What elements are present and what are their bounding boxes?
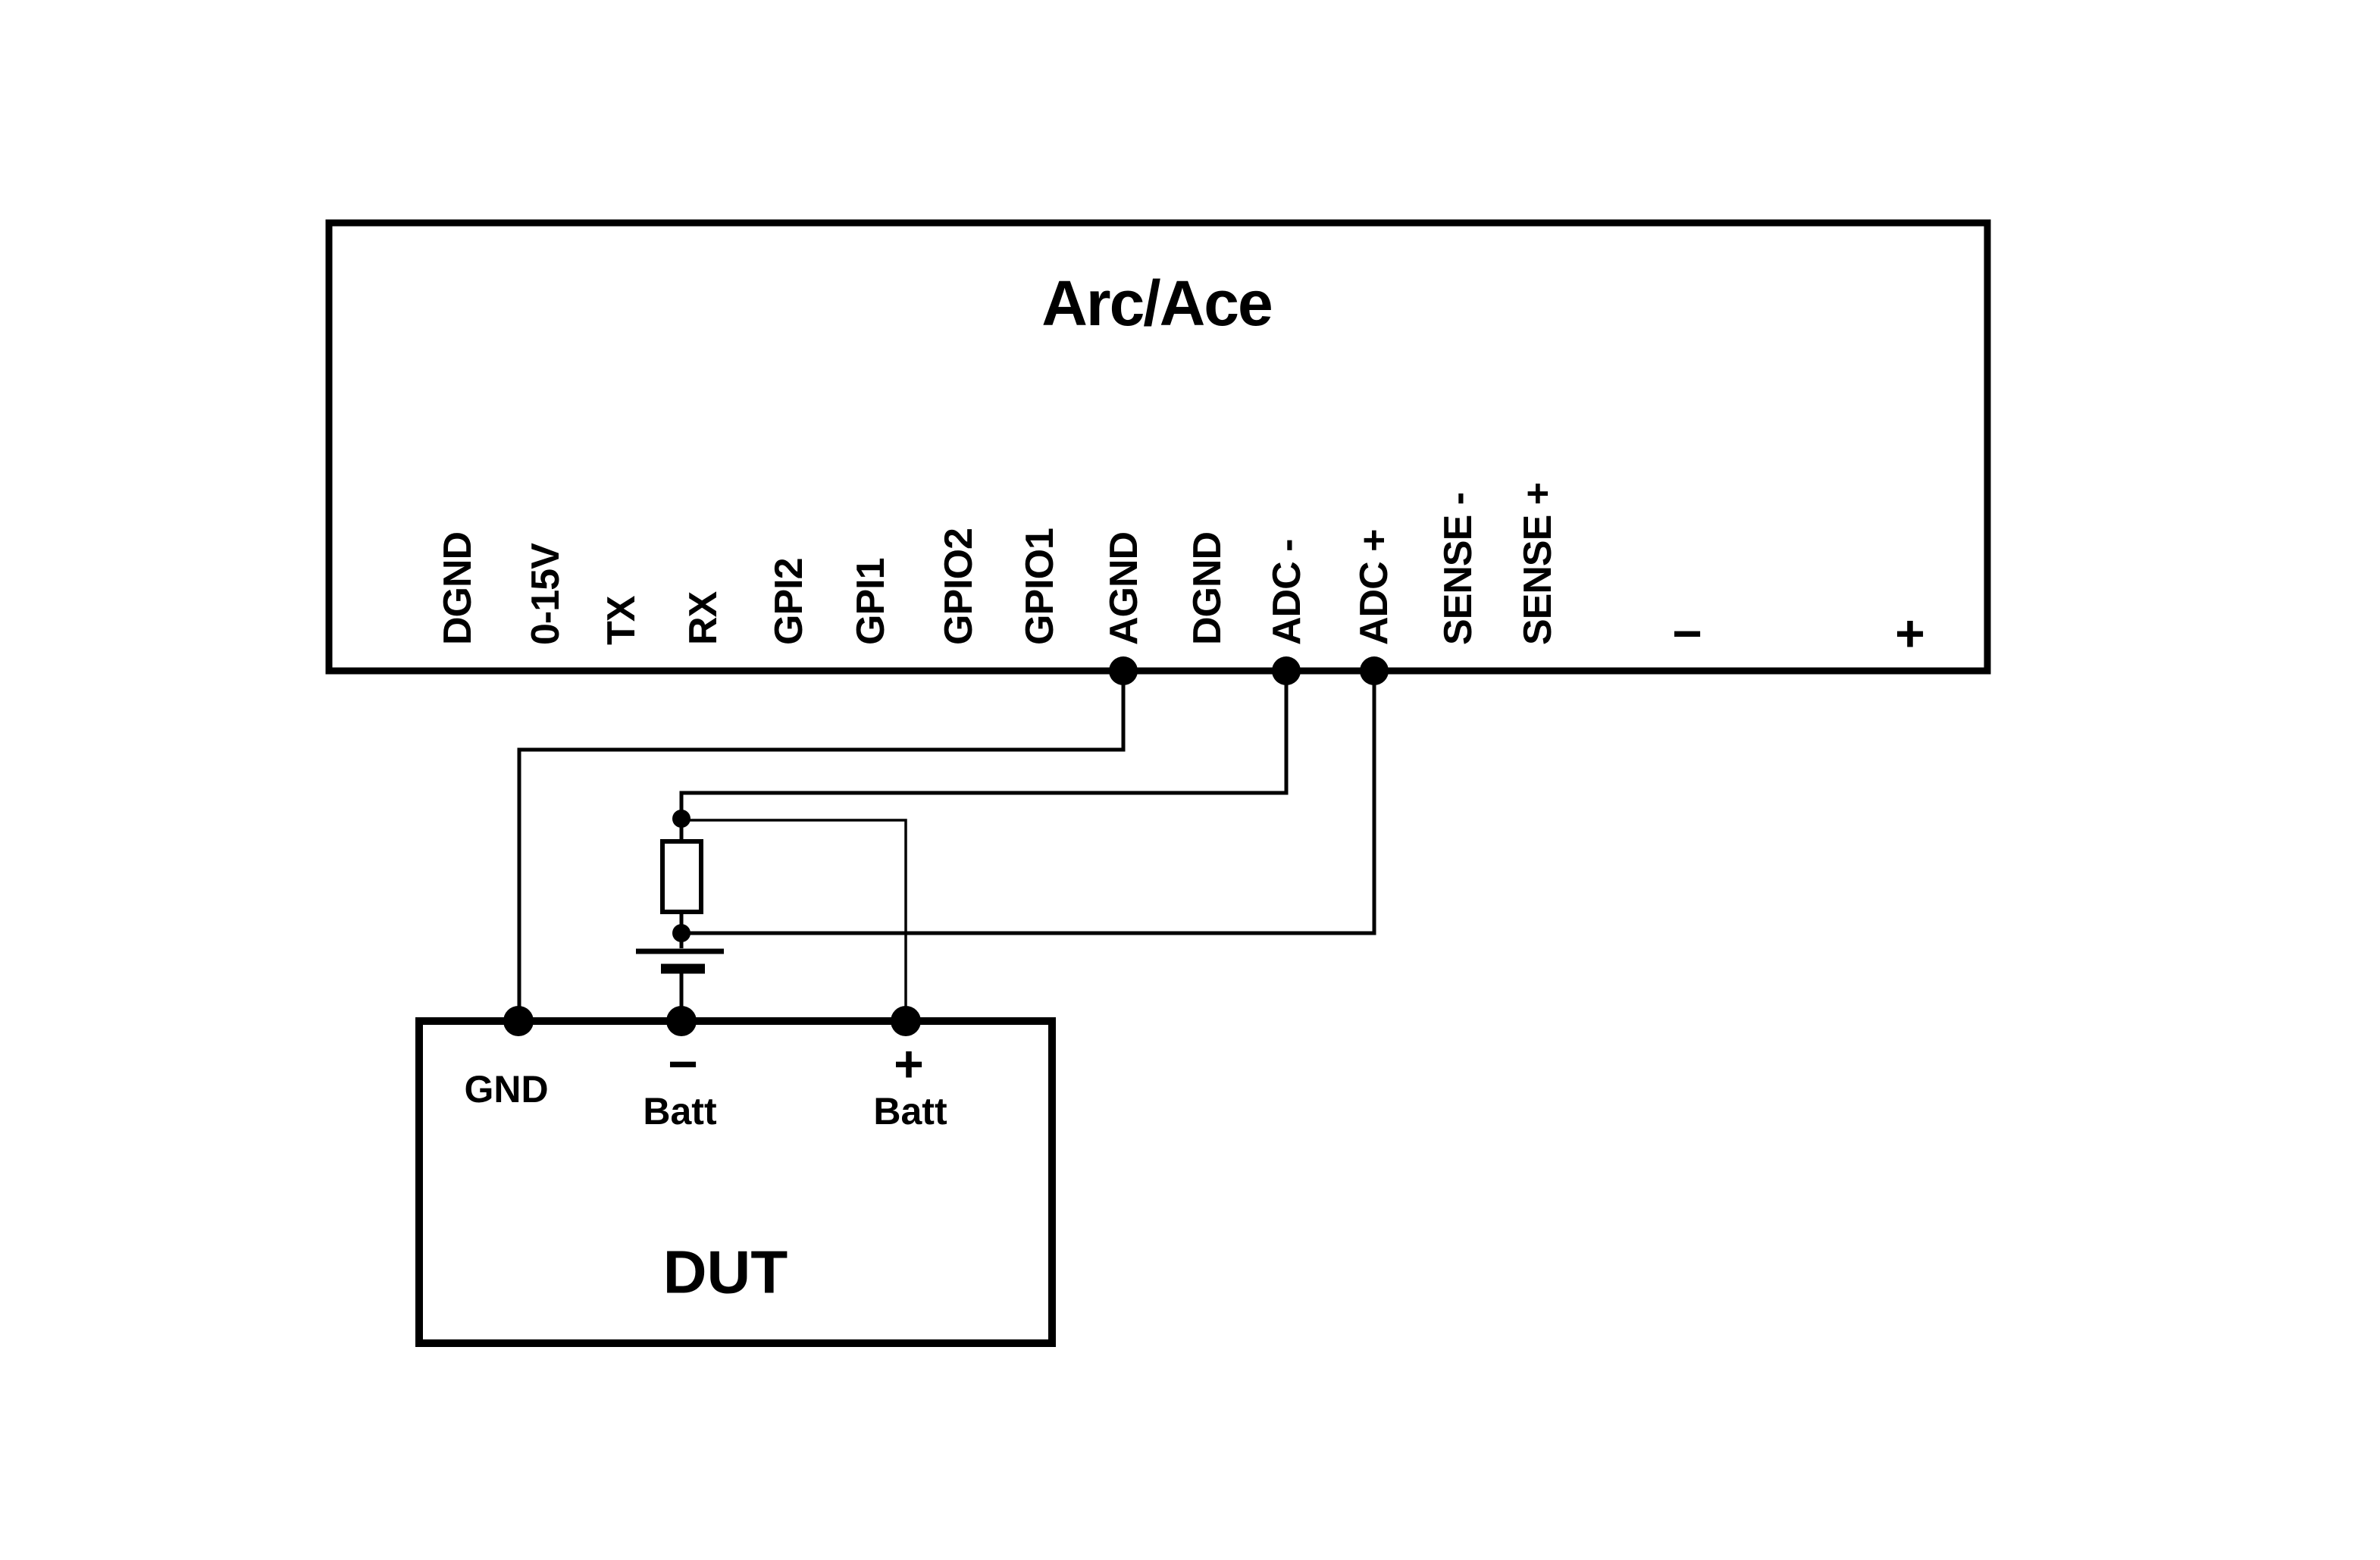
batt-plus-sign: + bbox=[894, 1035, 924, 1093]
dut-box-outline bbox=[415, 1017, 1056, 1347]
output-minus-label: − bbox=[1672, 605, 1702, 663]
agnd-pin-dot bbox=[1109, 656, 1138, 685]
pin-label-sense-minus: SENSE - bbox=[1436, 493, 1480, 645]
agnd-to-gnd-wire bbox=[517, 671, 1126, 1021]
batt-minus-label: Batt bbox=[643, 1090, 717, 1132]
pin-label-gpi1: GPI1 bbox=[849, 558, 893, 645]
adc-minus-wire bbox=[679, 671, 1289, 818]
pin-label-rx: RX bbox=[681, 590, 725, 645]
adc-plus-pin-dot bbox=[1360, 656, 1389, 685]
resistor-top-to-batt-plus-wire bbox=[681, 819, 907, 1021]
batt-plus-label: Batt bbox=[873, 1090, 947, 1132]
pin-label-0-15v: 0-15V bbox=[524, 543, 568, 645]
resistor-bottom-junction-dot bbox=[672, 924, 691, 942]
pin-label-agnd: AGND bbox=[1102, 532, 1146, 645]
batt-minus-sign: − bbox=[668, 1035, 698, 1093]
pin-label-dgnd-1: DGND bbox=[436, 532, 480, 645]
pin-label-tx: TX bbox=[600, 595, 644, 645]
gnd-terminal-dot bbox=[503, 1006, 534, 1036]
resistor-top-junction-dot bbox=[672, 810, 691, 828]
pin-label-adc-plus: ADC + bbox=[1352, 530, 1396, 645]
dut-title: DUT bbox=[663, 1239, 788, 1306]
pin-label-gpio1: GPIO1 bbox=[1018, 528, 1062, 645]
gnd-terminal-label: GND bbox=[464, 1068, 548, 1110]
resistor-body bbox=[660, 839, 703, 914]
pin-label-adc-minus: ADC - bbox=[1265, 540, 1309, 645]
output-plus-label: + bbox=[1895, 605, 1925, 663]
pin-label-dgnd-2: DGND bbox=[1185, 532, 1229, 645]
pin-label-gpio2: GPIO2 bbox=[937, 528, 981, 645]
batt-minus-terminal-dot bbox=[666, 1006, 697, 1036]
batt-plus-terminal-dot bbox=[891, 1006, 921, 1036]
resistor-bottom-to-adc-plus-wire bbox=[681, 671, 1376, 935]
adc-minus-pin-dot bbox=[1272, 656, 1301, 685]
pin-label-sense-plus: SENSE + bbox=[1516, 483, 1560, 645]
device-box-outline bbox=[325, 219, 1991, 675]
pin-label-gpi2: GPI2 bbox=[767, 559, 811, 646]
device-title: Arc/Ace bbox=[1041, 268, 1272, 339]
